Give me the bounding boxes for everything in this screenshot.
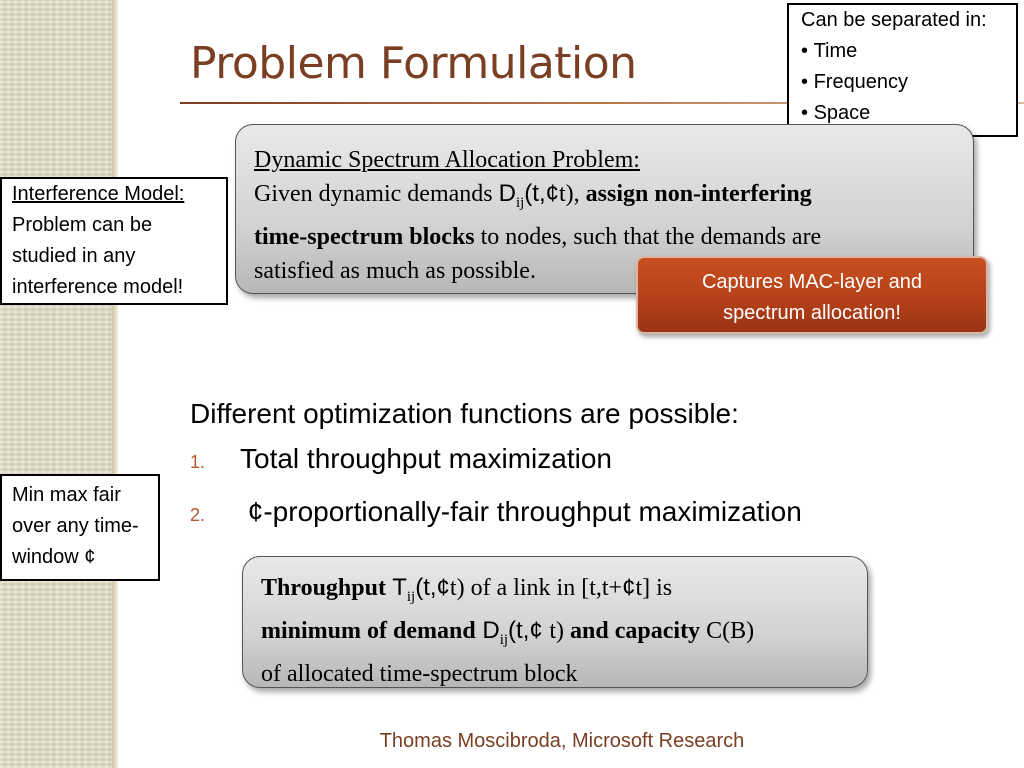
mac-callout-line: Captures MAC-layer and xyxy=(701,271,923,293)
optimization-functions: Different optimization functions are pos… xyxy=(190,394,802,540)
minmax-note-line: Min max fair xyxy=(12,484,121,506)
mac-layer-callout: Captures MAC-layer and spectrum allocati… xyxy=(636,256,988,334)
strip-edge xyxy=(112,0,118,768)
spectrum-allocation-line: Given dynamic demands Dij(t,¢t), assign … xyxy=(254,180,812,211)
throughput-line: minimum of demand Dij(t,¢ t) and capacit… xyxy=(261,616,755,648)
separation-item-time: Time xyxy=(801,36,1016,67)
throughput-line: of allocated time-spectrum block xyxy=(261,660,578,687)
slide-title: Problem Formulation xyxy=(190,38,637,89)
list-item-text: ¢-proportionally-fair throughput maximiz… xyxy=(240,496,802,527)
optimization-lead: Different optimization functions are pos… xyxy=(190,398,739,429)
list-item: 1. Total throughput maximization xyxy=(190,434,802,487)
separation-note-heading: Can be separated in: xyxy=(801,9,987,31)
list-item-text: Total throughput maximization xyxy=(240,443,612,474)
interference-note-line: Problem can be xyxy=(12,214,153,236)
separation-note: Can be separated in: Time Frequency Spac… xyxy=(787,3,1018,137)
demand-symbol: D xyxy=(498,180,516,207)
interference-note-line: studied in any xyxy=(12,245,136,267)
list-number: 1. xyxy=(190,452,206,472)
minmax-note-line: window ¢ xyxy=(12,546,96,568)
mac-callout-line: spectrum allocation! xyxy=(723,302,901,324)
interference-note: Interference Model: Problem can be studi… xyxy=(0,177,228,305)
throughput-box: Throughput Tij(t,¢t) of a link in [t,t+¢… xyxy=(242,556,868,688)
throughput-line: Throughput Tij(t,¢t) of a link in [t,t+¢… xyxy=(261,574,673,605)
interference-note-line: interference model! xyxy=(12,276,184,298)
spectrum-allocation-line: satisfied as much as possible. xyxy=(254,257,536,284)
separation-item-space: Space xyxy=(801,98,1016,129)
spectrum-allocation-box: Dynamic Spectrum Allocation Problem: Giv… xyxy=(235,124,974,294)
interference-note-heading: Interference Model: xyxy=(12,183,185,205)
separation-list: Time Frequency Space xyxy=(801,36,1016,129)
minmax-fair-note: Min max fair over any time- window ¢ xyxy=(0,474,160,581)
spectrum-allocation-line: time-spectrum blocks to nodes, such that… xyxy=(254,223,822,250)
footer-author: Thomas Moscibroda, Microsoft Research xyxy=(379,730,745,752)
title-underline xyxy=(180,102,1024,104)
separation-item-frequency: Frequency xyxy=(801,67,1016,98)
minmax-note-line: over any time- xyxy=(12,515,139,537)
list-item: 2. ¢-proportionally-fair throughput maxi… xyxy=(190,487,802,540)
spectrum-allocation-heading: Dynamic Spectrum Allocation Problem: xyxy=(254,147,640,173)
list-number: 2. xyxy=(190,505,206,525)
decorative-texture-strip xyxy=(0,0,112,768)
